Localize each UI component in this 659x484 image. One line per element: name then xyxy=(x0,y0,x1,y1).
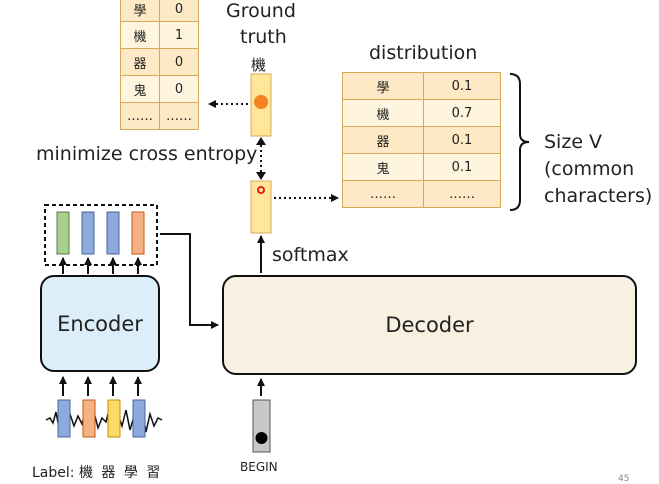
ground-truth-char: 機 xyxy=(251,56,267,74)
dist-char: 機 xyxy=(342,99,424,127)
begin-token-dot xyxy=(255,432,268,444)
ground-truth-dot xyxy=(254,95,268,109)
input-bar-orange xyxy=(82,399,96,438)
dist-value: 0.1 xyxy=(423,126,501,154)
encoder-vec-blue-1 xyxy=(81,211,95,255)
dist-value: …… xyxy=(423,180,501,208)
gt-value: 0 xyxy=(159,0,199,22)
output-vector xyxy=(250,180,272,234)
minimize-label: minimize cross entropy xyxy=(36,143,258,165)
gt-char: 器 xyxy=(120,48,160,76)
dist-char: 鬼 xyxy=(342,153,424,181)
dist-value: 0.1 xyxy=(423,72,501,100)
page-number: 45 xyxy=(618,474,630,484)
encoder-label: Encoder xyxy=(57,311,143,336)
up-arrowhead xyxy=(256,137,266,145)
encoder-vec-orange xyxy=(131,211,145,255)
encoder-output-frame xyxy=(44,204,158,266)
gt-value: …… xyxy=(159,102,199,130)
ground-truth-vector xyxy=(250,73,272,137)
begin-label: BEGIN xyxy=(240,460,278,474)
dist-char: …… xyxy=(342,180,424,208)
input-bar-blue-2 xyxy=(132,399,146,438)
ground-truth-title-line2: truth xyxy=(240,26,287,48)
softmax-label: softmax xyxy=(272,244,349,266)
audio-waveform xyxy=(45,405,163,435)
enc-to-dec-connector xyxy=(160,233,219,329)
decoder-label: Decoder xyxy=(385,313,474,337)
size-v-line3: characters) xyxy=(544,185,653,207)
table-row: ………… xyxy=(342,180,501,208)
output-dot xyxy=(257,186,265,194)
gt-char: 鬼 xyxy=(120,75,160,103)
down-arrowhead xyxy=(256,172,266,180)
gt-value: 1 xyxy=(159,21,199,49)
begin-token-vector xyxy=(252,399,271,453)
encoder-vec-green xyxy=(56,211,70,255)
gt-char: 學 xyxy=(120,0,160,22)
label-text: Label: 機 器 學 習 xyxy=(32,462,162,482)
gt-char: 機 xyxy=(120,21,160,49)
distribution-title: distribution xyxy=(369,42,478,64)
dist-value: 0.1 xyxy=(423,153,501,181)
table-row: ………… xyxy=(120,102,199,130)
size-v-line2: (common xyxy=(544,158,635,180)
label-prefix: Label: xyxy=(32,465,79,481)
encoder-block: Encoder xyxy=(40,275,160,372)
dist-value: 0.7 xyxy=(423,99,501,127)
gt-value: 0 xyxy=(159,75,199,103)
input-bar-yellow xyxy=(107,399,121,438)
decoder-block: Decoder xyxy=(222,275,637,375)
dist-char: 學 xyxy=(342,72,424,100)
size-brace xyxy=(509,73,530,211)
ground-truth-title-line1: Ground xyxy=(226,0,296,22)
label-chars: 機 器 學 習 xyxy=(78,465,163,481)
dist-char: 器 xyxy=(342,126,424,154)
encoder-vec-blue-2 xyxy=(106,211,120,255)
gt-value: 0 xyxy=(159,48,199,76)
gt-char: …… xyxy=(120,102,160,130)
size-v-line1: Size V xyxy=(544,131,603,153)
input-bar-blue xyxy=(57,399,71,438)
